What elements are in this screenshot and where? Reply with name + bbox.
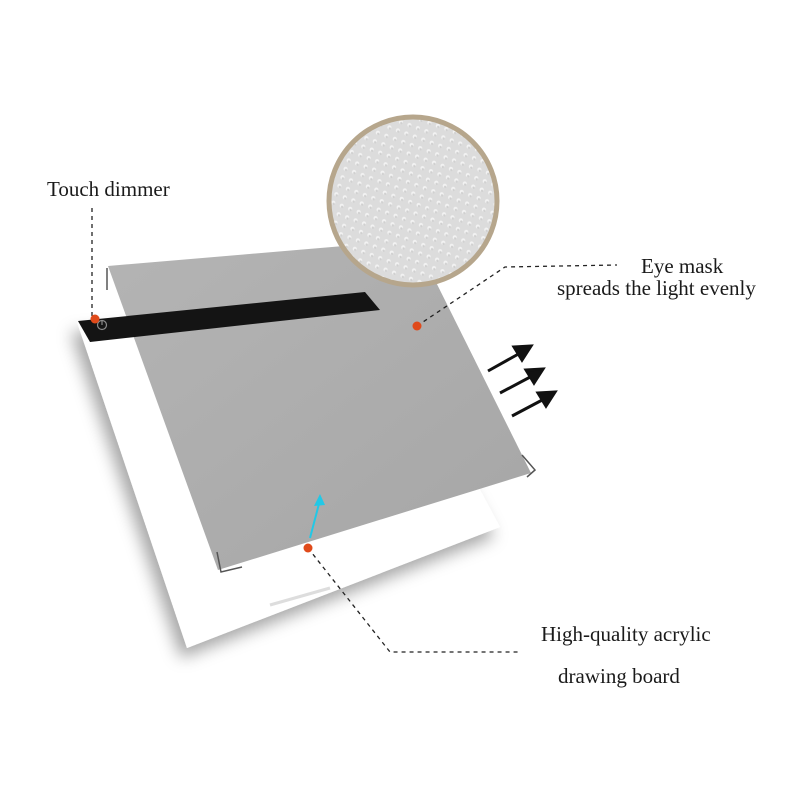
marker-dot <box>303 543 313 553</box>
light-ray-arrows <box>487 344 558 418</box>
edge-highlight <box>269 586 331 607</box>
eye-mask-description: spreads the light evenly <box>557 276 756 300</box>
marker-dot <box>90 314 100 324</box>
texture-closeup <box>326 114 500 288</box>
acrylic-board-label: High-quality acrylic <box>541 622 711 646</box>
arrow-icon <box>309 494 325 539</box>
leader-line-eye <box>416 264 618 327</box>
marker-dot <box>412 321 422 331</box>
corner-bracket <box>521 454 537 478</box>
leader-line-acrylic <box>307 547 518 653</box>
dimmer-strip <box>78 292 380 342</box>
touch-dimmer-label: Touch dimmer <box>47 177 170 201</box>
acrylic-board-description: drawing board <box>558 664 680 688</box>
corner-bracket <box>216 551 243 573</box>
eye-mask-label: Eye mask <box>641 254 724 278</box>
